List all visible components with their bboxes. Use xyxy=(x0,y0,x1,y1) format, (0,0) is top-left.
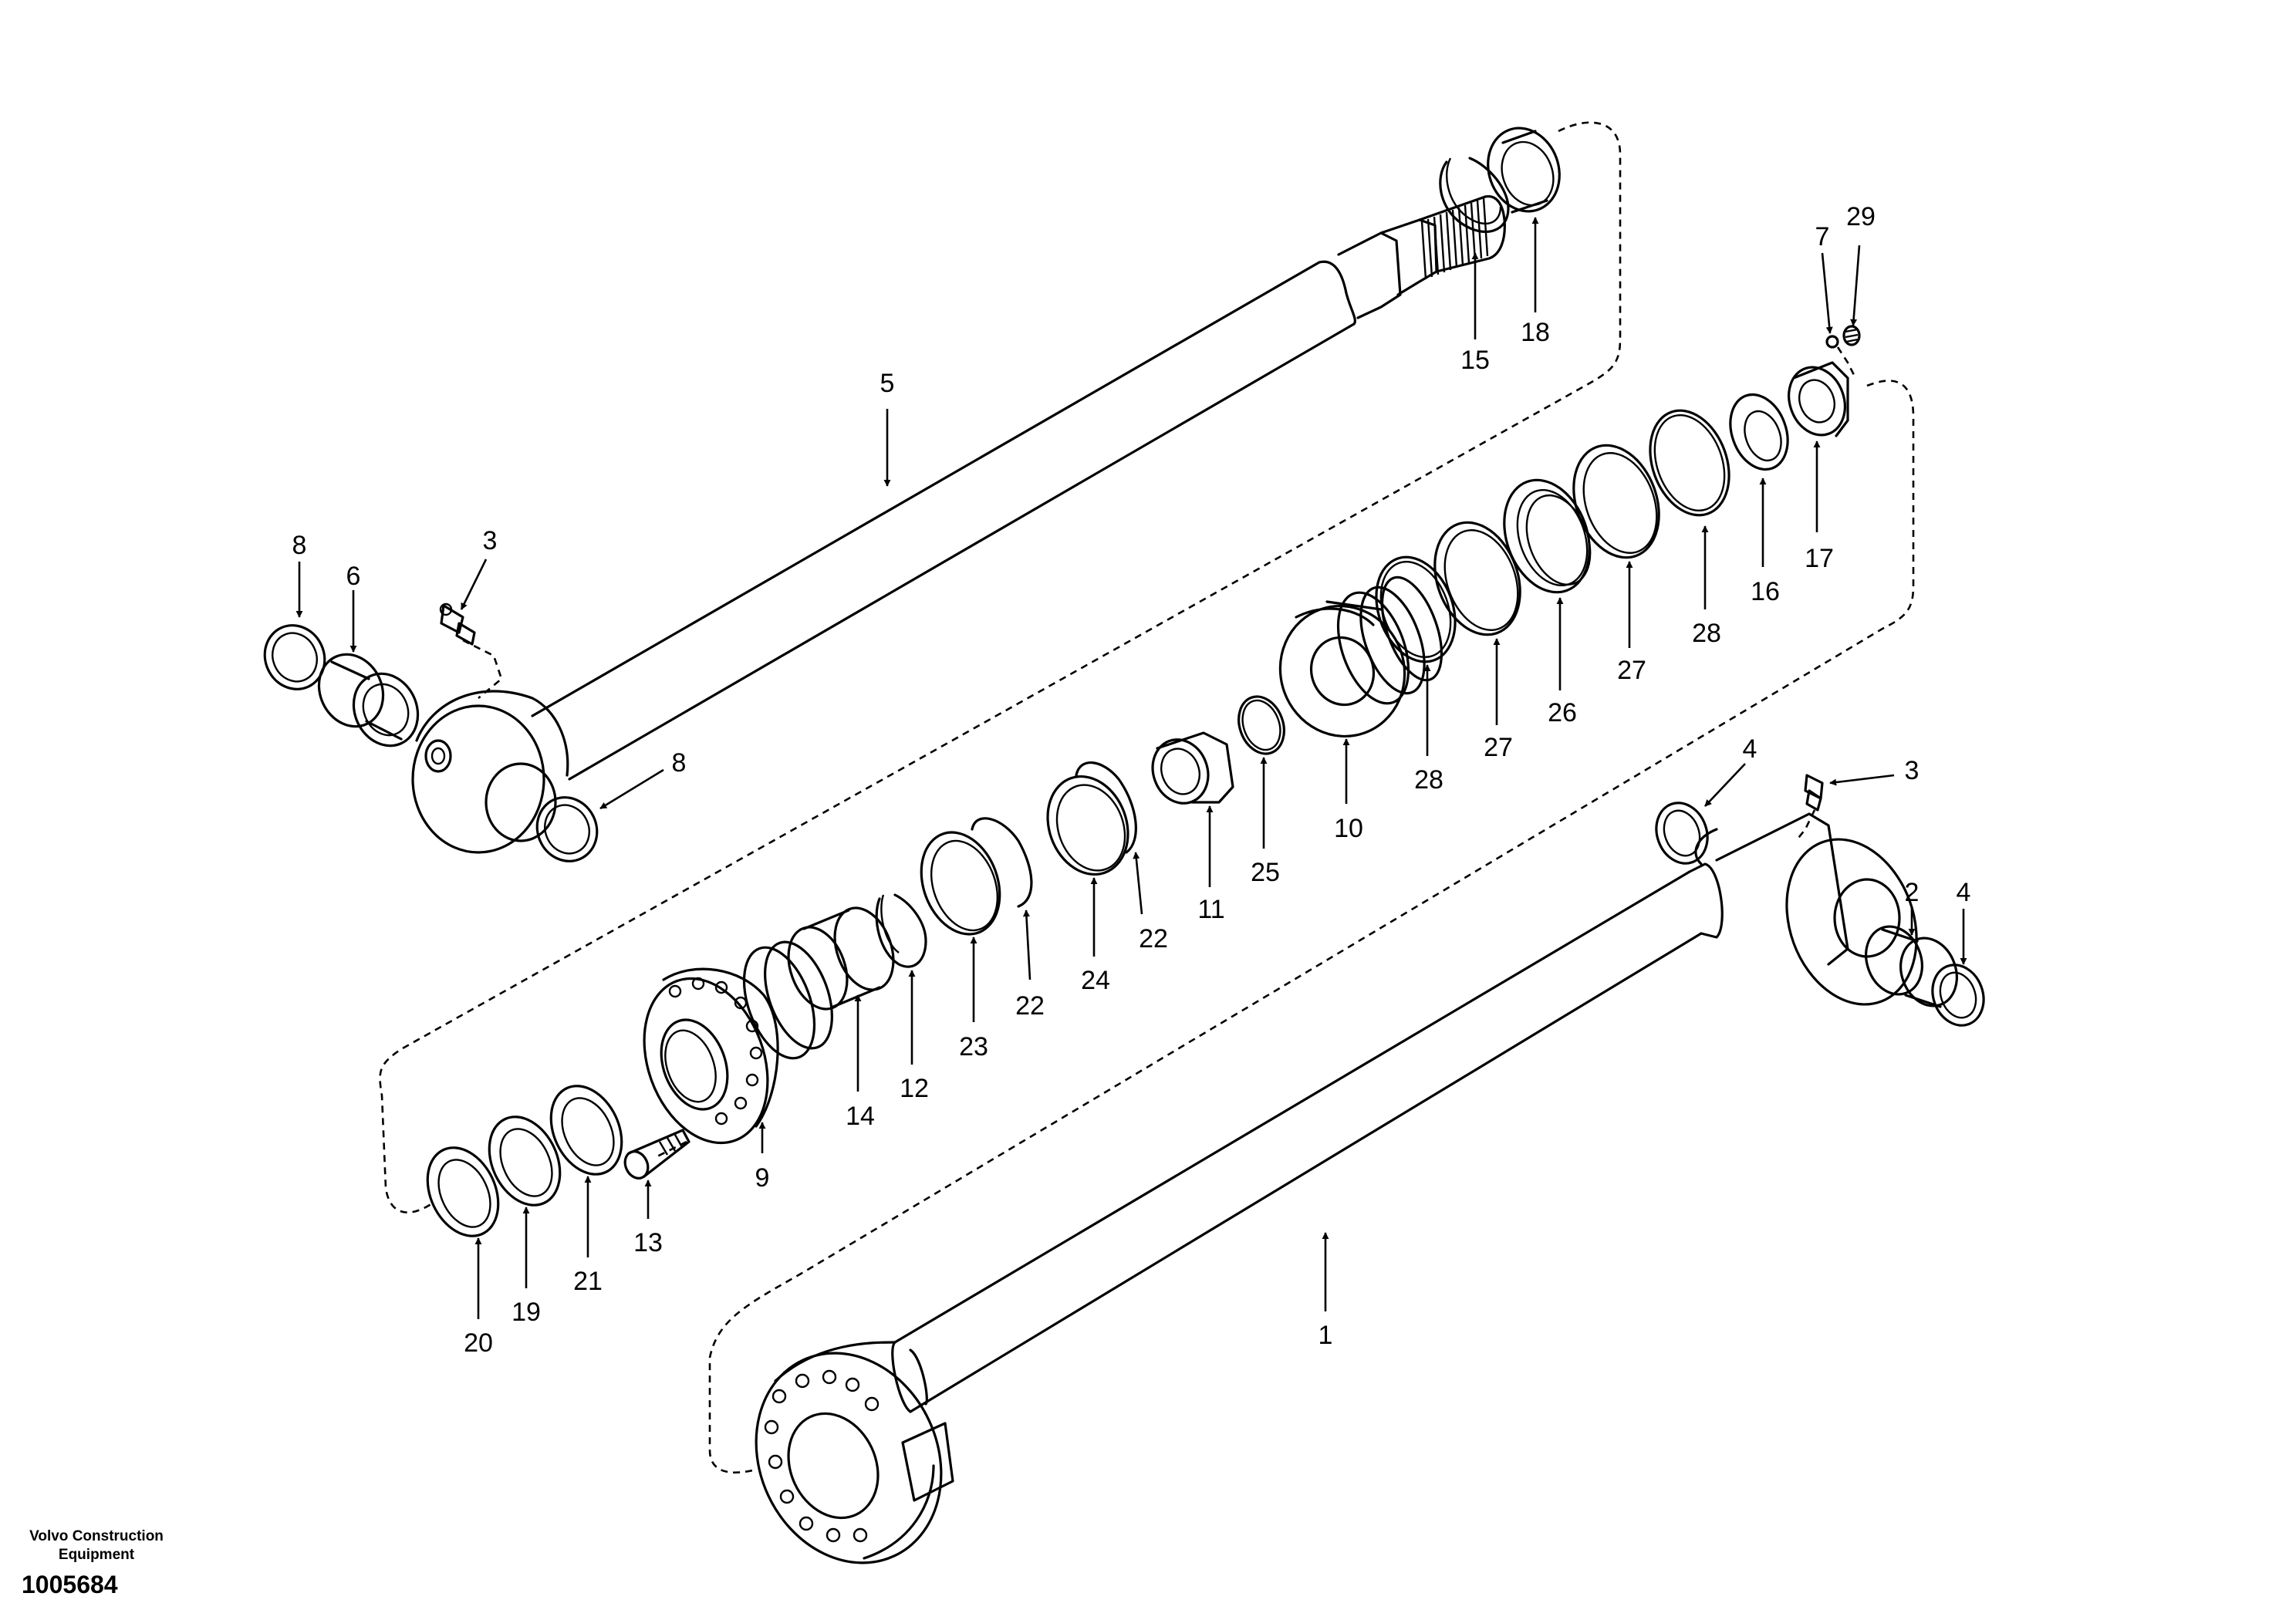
backup-ring-rod-right xyxy=(1075,761,1137,854)
leader-7 xyxy=(1821,252,1833,334)
callout-1: 1 xyxy=(1319,1321,1333,1350)
company-name-line2: Equipment xyxy=(58,1547,135,1563)
rod-eye-bushing xyxy=(317,653,420,748)
cylinder-tube xyxy=(755,812,1918,1564)
piston xyxy=(1278,575,1443,738)
cylinder-head-bolt-dash xyxy=(655,1140,687,1159)
assembly-boundary-rod xyxy=(379,121,1622,1213)
rod-eye xyxy=(411,690,569,854)
callout-labels: 5 15 18 7 29 8 6 3 8 17 16 28 27 26 27 2… xyxy=(292,202,1971,1358)
callout-11: 11 xyxy=(1197,895,1224,924)
callout-22: 22 xyxy=(1015,991,1045,1021)
callout-2: 2 xyxy=(1905,878,1920,907)
callout-14: 14 xyxy=(846,1102,875,1131)
set-screw xyxy=(1842,325,1861,346)
callout-23: 23 xyxy=(959,1032,988,1061)
buffer-ring xyxy=(920,831,1001,936)
head-dust-seal xyxy=(549,1085,623,1176)
callout-3: 3 xyxy=(1905,756,1920,785)
grease-nipple-tube xyxy=(1804,774,1824,812)
dust-seal-rod-eye-left xyxy=(263,624,326,690)
piston-seal xyxy=(1503,478,1592,594)
callout-28: 28 xyxy=(1692,619,1721,648)
callout-21: 21 xyxy=(573,1267,603,1296)
leader-4a xyxy=(1704,763,1746,807)
callout-4: 4 xyxy=(1957,878,1971,907)
callout-18: 18 xyxy=(1521,318,1550,347)
backup-ring-rod-left xyxy=(971,817,1033,908)
callout-24: 24 xyxy=(1081,966,1110,995)
callout-12: 12 xyxy=(900,1074,929,1103)
callout-29: 29 xyxy=(1846,202,1876,231)
set-screw-ball xyxy=(1825,335,1839,349)
grease-nipple-rod xyxy=(439,602,476,646)
tube-grease-dash xyxy=(1795,809,1816,842)
callout-28: 28 xyxy=(1414,765,1443,795)
callout-16: 16 xyxy=(1751,577,1780,606)
callout-27: 27 xyxy=(1617,656,1646,685)
callout-15: 15 xyxy=(1460,346,1490,375)
backup-ring-right xyxy=(1649,409,1730,517)
leader-29 xyxy=(1850,245,1861,326)
callout-4: 4 xyxy=(1743,734,1757,764)
drawing-number: 1005684 xyxy=(22,1571,118,1598)
leader-3a xyxy=(460,559,488,610)
head-o-ring xyxy=(426,1146,500,1237)
callout-22: 22 xyxy=(1139,924,1168,953)
callout-8: 8 xyxy=(672,748,687,778)
piston-rod xyxy=(531,195,1506,781)
leader-22b xyxy=(1022,910,1032,980)
head-bushing xyxy=(787,906,895,1011)
callout-10: 10 xyxy=(1334,814,1363,843)
company-name-line1: Volvo Construction xyxy=(29,1528,164,1544)
callout-27: 27 xyxy=(1484,733,1513,762)
callout-19: 19 xyxy=(512,1298,541,1327)
dust-seal-rod-eye-right xyxy=(535,796,599,862)
nut-set-screw-dash xyxy=(1836,346,1857,379)
callout-26: 26 xyxy=(1548,698,1577,727)
snap-ring-rod-end xyxy=(1439,157,1510,233)
head-backup-ring xyxy=(488,1115,562,1207)
callout-6: 6 xyxy=(346,562,361,591)
footer-block: Volvo Construction Equipment 1005684 xyxy=(15,1527,177,1599)
piston-nut xyxy=(1788,361,1849,437)
callout-9: 9 xyxy=(755,1163,770,1193)
leader-22a xyxy=(1133,852,1143,915)
dust-seal-tube-right xyxy=(1931,964,1985,1027)
rod-eye-grease-dash xyxy=(462,639,503,699)
callout-13: 13 xyxy=(633,1228,663,1257)
piston-o-ring xyxy=(1237,695,1285,755)
callout-7: 7 xyxy=(1815,222,1830,251)
callout-8: 8 xyxy=(292,531,307,560)
slide-ring-right xyxy=(1572,444,1660,559)
head-bolt xyxy=(623,1129,690,1180)
cushion-ring xyxy=(1151,731,1234,805)
rod-end-ring xyxy=(1487,127,1561,214)
callout-3: 3 xyxy=(483,526,498,555)
cylinder-head xyxy=(643,940,833,1145)
callout-20: 20 xyxy=(464,1328,493,1358)
callout-25: 25 xyxy=(1251,858,1280,887)
leader-3b xyxy=(1829,774,1895,786)
piston-nut-washer xyxy=(1729,393,1789,471)
head-snap-ring xyxy=(875,893,927,968)
dust-seal-tube-left xyxy=(1655,802,1709,865)
leader-lines xyxy=(295,217,1967,1319)
callout-17: 17 xyxy=(1805,544,1834,573)
leader-8b xyxy=(599,768,664,810)
callout-5: 5 xyxy=(880,369,895,398)
rod-seal xyxy=(1046,775,1129,876)
assembly-boundary-piston xyxy=(708,380,1915,1474)
